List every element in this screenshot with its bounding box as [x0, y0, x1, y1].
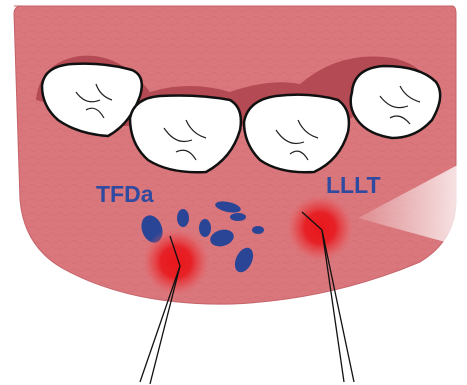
tfda-label: TFDa [96, 181, 154, 207]
lllt-label: LLLT [326, 172, 381, 198]
red-laser-glow [142, 228, 210, 296]
